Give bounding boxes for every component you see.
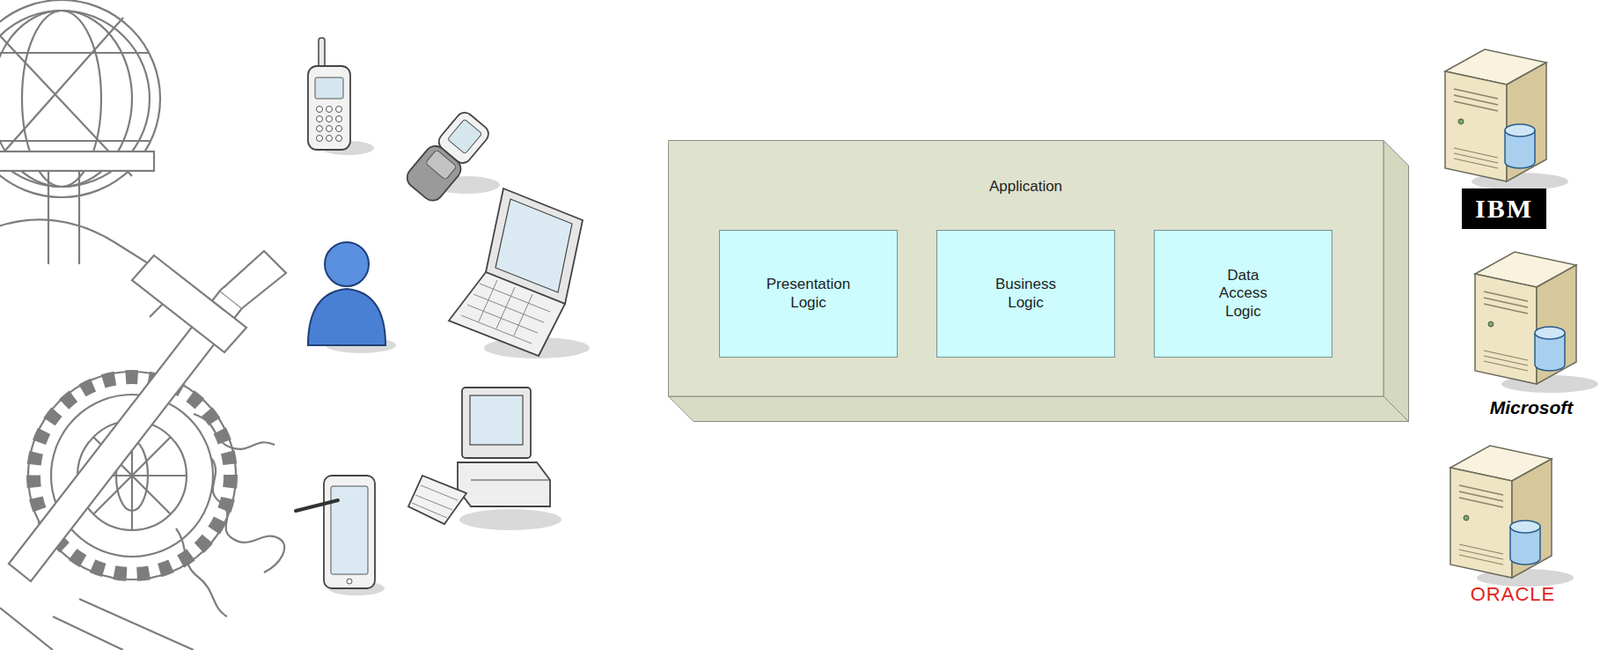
database-server-icon <box>1475 251 1599 393</box>
vendor-logo: IBM <box>1461 188 1547 229</box>
logo-illustration <box>0 0 287 650</box>
desktop-computer-icon <box>408 387 562 530</box>
flip-phone-icon <box>403 108 500 206</box>
container-title: Application <box>667 177 1384 196</box>
box-label: Presentation Logic <box>755 275 862 312</box>
logic-layer-box: Presentation Logic <box>719 229 898 358</box>
laptop-icon <box>448 188 590 359</box>
logic-layer-box: Business Logic <box>936 229 1116 358</box>
vendor-logo: Microsoft <box>1471 396 1592 419</box>
database-server-icon <box>1445 49 1569 191</box>
box-label: Business Logic <box>977 275 1075 312</box>
vendor-logo: ORACLE <box>1448 581 1578 607</box>
application-container: Presentation Logic Business Logic Data Acc… <box>667 139 1410 422</box>
user-icon <box>308 242 397 353</box>
cell-phone-icon <box>308 37 375 155</box>
tablet-icon <box>295 475 385 595</box>
logic-layer-box: Data Access Logic <box>1153 229 1333 358</box>
box-label: Data Access Logic <box>1212 266 1275 321</box>
database-server-icon <box>1450 445 1574 587</box>
